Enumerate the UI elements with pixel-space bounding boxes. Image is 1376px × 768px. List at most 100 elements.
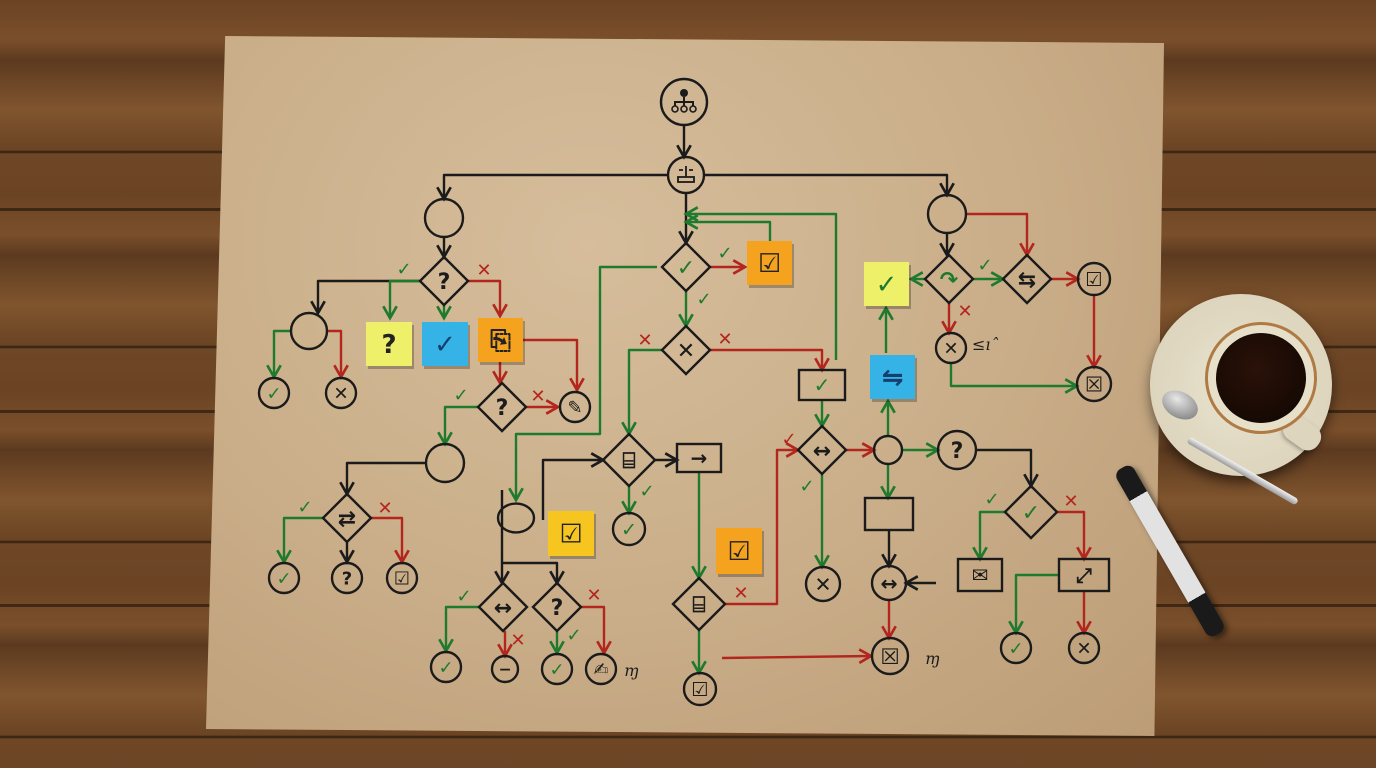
connector-arrow (1008, 573, 1059, 636)
flow-node-circle: ✓ (540, 652, 574, 686)
sticky-note-icon: ✓ (434, 330, 456, 360)
connector-arrow (437, 405, 478, 447)
node-icon: ↔ (880, 571, 897, 595)
node-icon: ✓ (1008, 638, 1023, 659)
decision-marks: ✓✕✓✕✓✕✓✓✕✕✓✓✕✓✕✕✓✓✓✕✓✕ɱɱ≤ıˆ (297, 243, 1078, 680)
check-mark-icon: ✓ (781, 429, 796, 450)
flow-node-diamond: ? (418, 255, 470, 307)
connector-arrow (382, 279, 420, 321)
cross-mark-icon: ✕ (733, 583, 748, 604)
scribble: ≤ıˆ (972, 335, 999, 354)
cross-mark-icon: ✕ (717, 329, 732, 350)
connector-arrow (310, 279, 420, 316)
cross-mark-icon: ✕ (476, 260, 491, 281)
sticky-note-icon: ☑ (727, 537, 750, 567)
connector-arrow (976, 448, 1039, 489)
node-icon: ☑ (394, 568, 410, 589)
node-icon: ⇆ (1018, 268, 1036, 293)
node-icon: ✕ (1076, 638, 1091, 659)
flow-node-diamond: ? (531, 581, 583, 633)
connector-arrow (266, 329, 291, 380)
node-icon: ? (951, 439, 964, 464)
cross-mark-icon: ✕ (377, 498, 392, 519)
connector-arrow (541, 452, 606, 520)
node-icon: ☑ (1085, 268, 1102, 291)
check-mark-icon: ✓ (799, 476, 814, 497)
sticky-note: ? (366, 322, 414, 369)
connector-arrow (972, 510, 1005, 562)
flow-node-circle: ? (330, 561, 364, 595)
sticky-note-icon: ☑ (758, 249, 781, 279)
connector-arrow (523, 338, 585, 393)
check-mark-icon: ✓ (297, 497, 312, 518)
check-mark-icon: ✓ (639, 481, 654, 502)
flow-node-diamond: ✓ (1003, 484, 1059, 540)
connector-arrow (438, 605, 479, 654)
connector-arrow (683, 214, 772, 241)
node-icon: ✎ (567, 397, 582, 418)
sticky-note-icon: ? (381, 330, 396, 360)
sticky-note: ⇋ (870, 355, 917, 402)
check-mark-icon: ✓ (984, 489, 999, 510)
flow-node-circle: ✓ (257, 376, 291, 410)
connector-arrow (704, 173, 955, 198)
flowchart-nodes: ?✓✕?✎⇄✓?☑↔?✓−✓✍✓✕⌸✓→⌸☑✓↔✕↔☒?✓✉⤢✓✕↷⇆☑✕☒ (257, 77, 1113, 707)
node-icon: − (498, 661, 511, 679)
flow-node-circle (423, 197, 465, 239)
node-icon: ✓ (549, 659, 564, 680)
flow-node-circle: ✕ (324, 376, 358, 410)
node-icon: ✓ (621, 518, 637, 541)
node-icon: ? (496, 396, 509, 421)
flow-node-diamond: ✕ (660, 324, 712, 376)
flow-node-ellipse (496, 502, 536, 534)
flow-node-circle: ✎ (558, 390, 592, 424)
sticky-note-icon: ⇋ (882, 363, 904, 393)
connector-arrow (276, 516, 323, 565)
flow-node-diamond: ✓ (660, 241, 712, 293)
flow-node-rect: ✉ (956, 557, 1004, 593)
flow-node-circle: ✓ (611, 511, 647, 547)
node-icon: ✓ (1022, 501, 1040, 526)
flow-node-rect: → (675, 442, 723, 474)
flow-node-circle: ✕ (1067, 631, 1101, 665)
flow-node-circle: ☑ (682, 671, 718, 707)
check-mark-icon: ✓ (717, 243, 732, 264)
check-mark-icon: ✓ (977, 255, 992, 276)
node-icon: ✉ (972, 563, 989, 587)
node-icon: ⌸ (692, 593, 705, 618)
flow-node-circle: ☒ (870, 636, 910, 676)
flow-node-diamond: ? (476, 381, 528, 433)
check-mark-icon: ✓ (453, 385, 468, 406)
flow-node-diamond: ⌸ (601, 432, 657, 488)
flow-node-rect: ✓ (797, 368, 847, 402)
check-mark-icon: ✓ (696, 289, 711, 310)
flow-node-circle: ✕ (934, 331, 968, 365)
connector-arrow (683, 206, 838, 360)
node-icon: ✕ (814, 572, 831, 596)
cross-mark-icon: ✕ (637, 330, 652, 351)
node-icon: ✕ (677, 339, 695, 364)
flow-node-rect: ⤢ (1057, 557, 1111, 593)
sticky-note-icon: ✓ (876, 270, 898, 300)
connector-arrow (710, 348, 830, 373)
check-mark-icon: ✓ (566, 625, 581, 646)
node-icon: ✍ (593, 659, 608, 680)
connector-arrow (721, 648, 874, 665)
node-icon: ⌸ (622, 449, 635, 474)
flow-node-circle: ✓ (267, 561, 301, 595)
node-icon: ✕ (943, 338, 958, 359)
cross-mark-icon: ✕ (586, 585, 601, 606)
node-icon: ↔ (494, 596, 512, 621)
flow-node-circle: − (490, 654, 520, 684)
sticky-note: ☑ (747, 241, 794, 288)
node-icon: ☒ (880, 645, 899, 670)
sticky-note: ✓ (864, 262, 911, 309)
sticky-note-icon: ☑ (559, 520, 582, 550)
flow-node-circle: ✍ (584, 652, 618, 686)
node-icon: ✓ (276, 568, 291, 589)
node-icon: ✓ (438, 657, 453, 678)
node-icon: ⇄ (338, 507, 356, 532)
connector-arrow (339, 461, 426, 497)
flow-node-circle: ✓ (429, 650, 463, 684)
coffee (1216, 333, 1306, 423)
